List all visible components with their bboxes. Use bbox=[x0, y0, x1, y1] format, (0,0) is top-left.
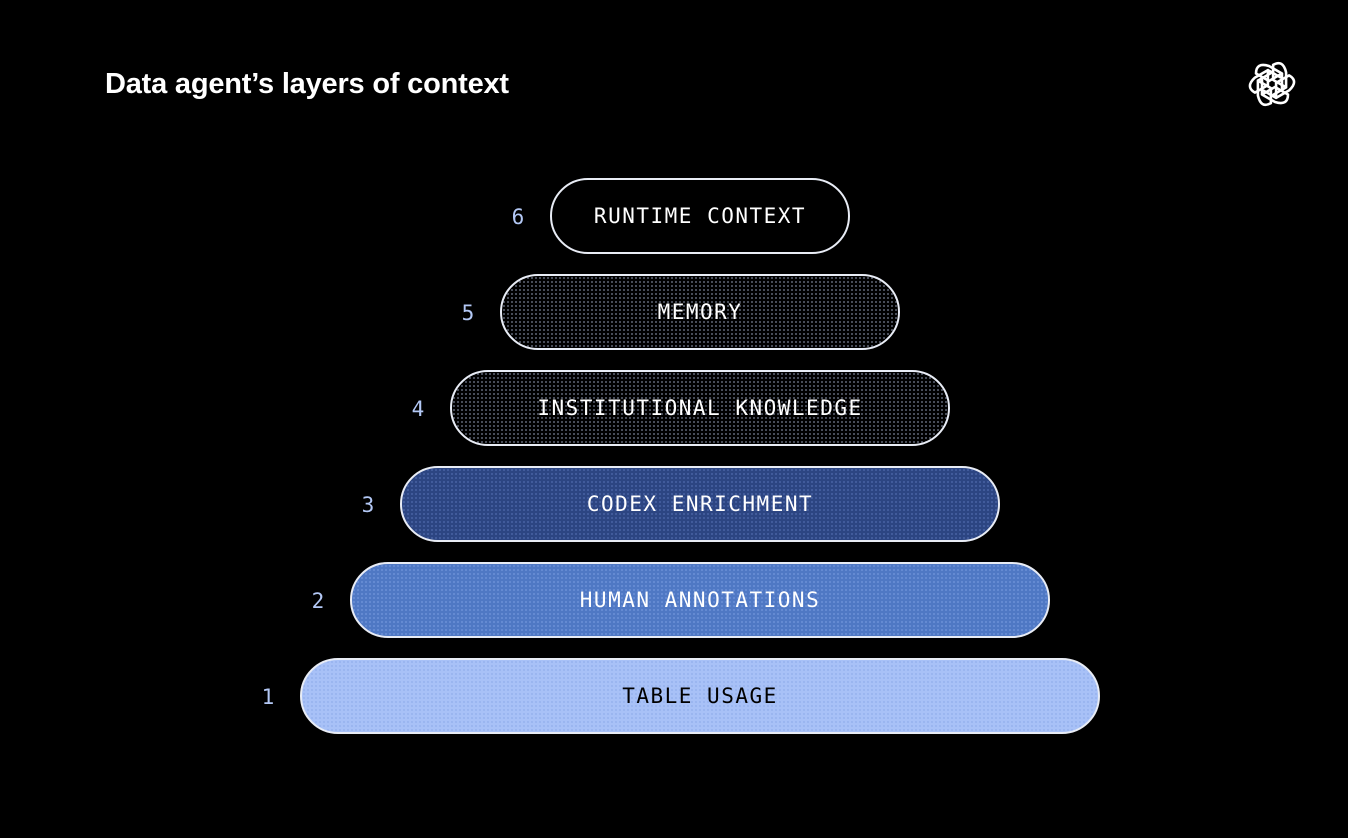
layer-4-institutional-knowledge: INSTITUTIONAL KNOWLEDGE bbox=[450, 370, 950, 446]
layer-4-number: 4 bbox=[411, 397, 425, 421]
layer-1-label: TABLE USAGE bbox=[622, 684, 778, 708]
layer-6-runtime-context: RUNTIME CONTEXT bbox=[550, 178, 850, 254]
layer-4-label: INSTITUTIONAL KNOWLEDGE bbox=[537, 396, 863, 420]
layer-5-memory: MEMORY bbox=[500, 274, 900, 350]
layer-2-human-annotations: HUMAN ANNOTATIONS bbox=[350, 562, 1050, 638]
openai-logo-icon bbox=[1246, 58, 1298, 110]
layer-5-number: 5 bbox=[461, 301, 475, 325]
layer-1-number: 1 bbox=[261, 685, 275, 709]
layer-5-label: MEMORY bbox=[657, 300, 743, 324]
layer-1-table-usage: TABLE USAGE bbox=[300, 658, 1100, 734]
layer-3-label: CODEX ENRICHMENT bbox=[586, 492, 814, 516]
layer-2-label: HUMAN ANNOTATIONS bbox=[579, 588, 821, 612]
layer-6-number: 6 bbox=[511, 205, 525, 229]
layer-3-codex-enrichment: CODEX ENRICHMENT bbox=[400, 466, 1000, 542]
layer-6-label: RUNTIME CONTEXT bbox=[593, 204, 807, 228]
layer-3-number: 3 bbox=[361, 493, 375, 517]
layer-2-number: 2 bbox=[311, 589, 325, 613]
page-title: Data agent’s layers of context bbox=[105, 68, 509, 100]
